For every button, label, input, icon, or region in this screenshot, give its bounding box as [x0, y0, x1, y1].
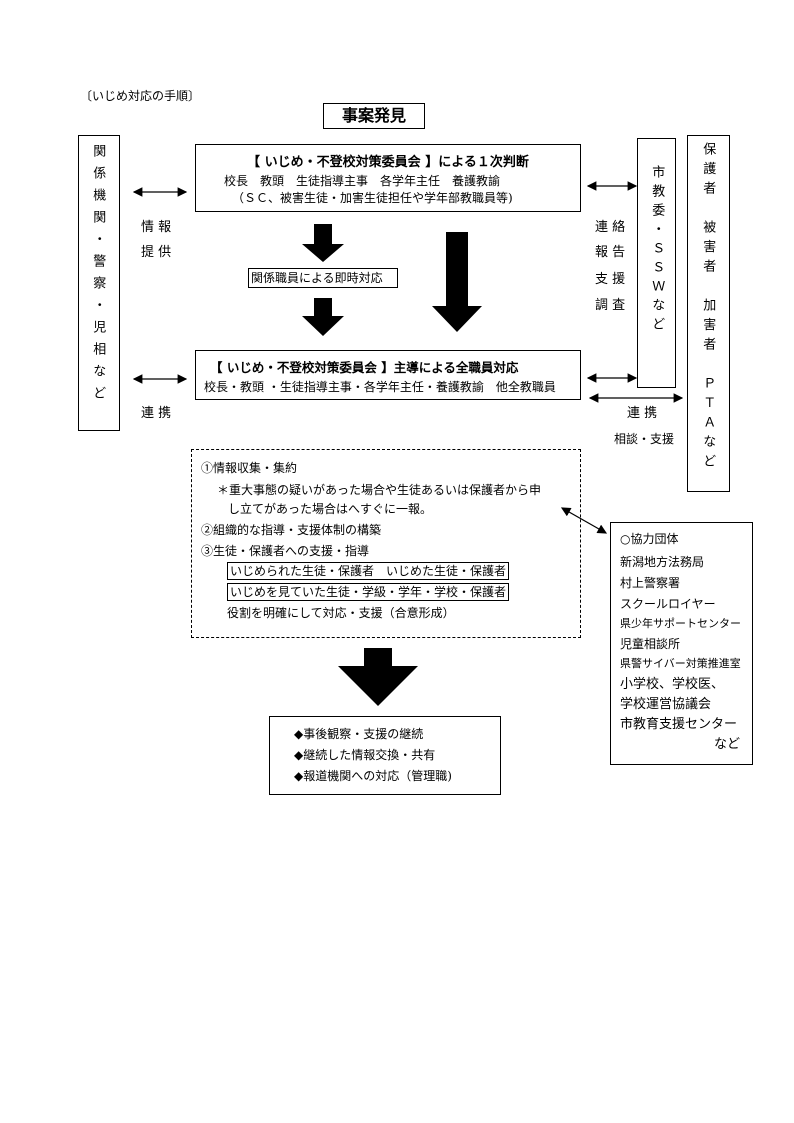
label-consult-support: 相談・支援	[614, 432, 675, 446]
label-report: 報 告	[595, 245, 626, 260]
partner-item: 県少年サポートセンター	[620, 617, 741, 630]
followup-item: ◆継続した情報交換・共有	[294, 748, 436, 762]
partners-double-arrow	[560, 507, 608, 534]
committee-first-members-sub: （ＳＣ、被害生徒・加害生徒担任や学年部教職員等)	[232, 191, 513, 206]
step-1-note-a: ＊重大事態の疑いがあった場合や生徒あるいは保護者から申	[217, 483, 542, 497]
label-cooperation-right: 連 携	[627, 406, 658, 421]
down-arrow-1	[302, 224, 344, 262]
step-3: ③生徒・保護者への支援・指導	[201, 544, 370, 558]
label-investigation: 調 査	[595, 298, 626, 313]
partner-item: 県警サイバー対策推進室	[620, 657, 741, 670]
label-support: 支 援	[595, 272, 626, 287]
step-1: ①情報収集・集約	[201, 461, 298, 475]
committee-all-members: 校長・教頭 ・生徒指導主事・各学年主任・養護教諭 他全教職員	[204, 380, 556, 394]
city-board-box: 市教委・ＳＳＷなど	[637, 138, 676, 388]
committee-first-title: 【 いじめ・不登校対策委員会 】による１次判断	[247, 155, 529, 170]
partner-item: スクールロイヤー	[620, 597, 716, 611]
immediate-response-box: 関係職員による即時対応	[248, 268, 398, 288]
related-agencies-text: 関係機関・警察・児相など	[90, 144, 106, 408]
partner-item: 新潟地方法務局	[620, 555, 705, 569]
committee-first-judgment-box: 【 いじめ・不登校対策委員会 】による１次判断 校長 教頭 生徒指導主事 各学年…	[195, 144, 581, 212]
step-3-victims-offenders: いじめられた生徒・保護者 いじめた生徒・保護者	[227, 562, 510, 581]
procedure-title: 〔いじめ対応の手順〕	[80, 89, 201, 103]
partner-item: 児童相談所	[620, 637, 681, 651]
down-arrow-big	[338, 648, 418, 706]
partner-organizations-box: ○協力団体 新潟地方法務局 村上警察署 スクールロイヤー 県少年サポートセンター…	[610, 522, 753, 765]
followup-item: ◆報道機関への対応（管理職)	[294, 769, 452, 783]
step-3-bystanders: いじめを見ていた生徒・学級・学年・学校・保護者	[227, 583, 510, 602]
partner-item: 小学校、学校医、	[620, 677, 725, 692]
label-contact: 連 絡	[595, 220, 626, 235]
partner-item: 学校運営協議会	[620, 697, 712, 712]
step-1-note-b: し立てがあった場合はへすぐに一報。	[228, 502, 433, 516]
label-info: 情 報	[141, 220, 172, 235]
down-arrow-long	[432, 232, 482, 332]
committee-first-members: 校長 教頭 生徒指導主事 各学年主任 養護教諭	[224, 174, 501, 188]
step-3-roles: 役割を明確にして対応・支援（合意形成）	[227, 606, 455, 620]
followup-box: ◆事後観察・支援の継続 ◆継続した情報交換・共有 ◆報道機関への対応（管理職)	[269, 716, 501, 795]
partner-item: 市教育支援センター	[620, 717, 738, 732]
step-2: ②組織的な指導・支援体制の構築	[201, 523, 382, 537]
partners-heading: ○協力団体	[620, 532, 679, 546]
label-provide: 提 供	[141, 245, 172, 260]
committee-all-title: 【 いじめ・不登校対策委員会 】主導による全職員対応	[210, 360, 519, 375]
parents-text: 保護者 被害者 加害者 ＰＴＡなど	[700, 142, 716, 474]
label-cooperation-left: 連 携	[141, 406, 172, 421]
partners-etc: など	[714, 737, 741, 752]
incident-box: 事案発見	[323, 103, 425, 129]
related-agencies-box: 関係機関・警察・児相など	[78, 135, 120, 431]
city-board-text: 市教委・ＳＳＷなど	[649, 165, 665, 336]
down-arrow-2	[302, 298, 344, 336]
partner-item: 村上警察署	[620, 576, 681, 590]
steps-box: ①情報収集・集約 ＊重大事態の疑いがあった場合や生徒あるいは保護者から申 し立て…	[191, 449, 581, 638]
committee-all-staff-box: 【 いじめ・不登校対策委員会 】主導による全職員対応 校長・教頭 ・生徒指導主事…	[195, 350, 581, 400]
followup-item: ◆事後観察・支援の継続	[294, 727, 424, 741]
parents-box: 保護者 被害者 加害者 ＰＴＡなど	[687, 135, 730, 492]
